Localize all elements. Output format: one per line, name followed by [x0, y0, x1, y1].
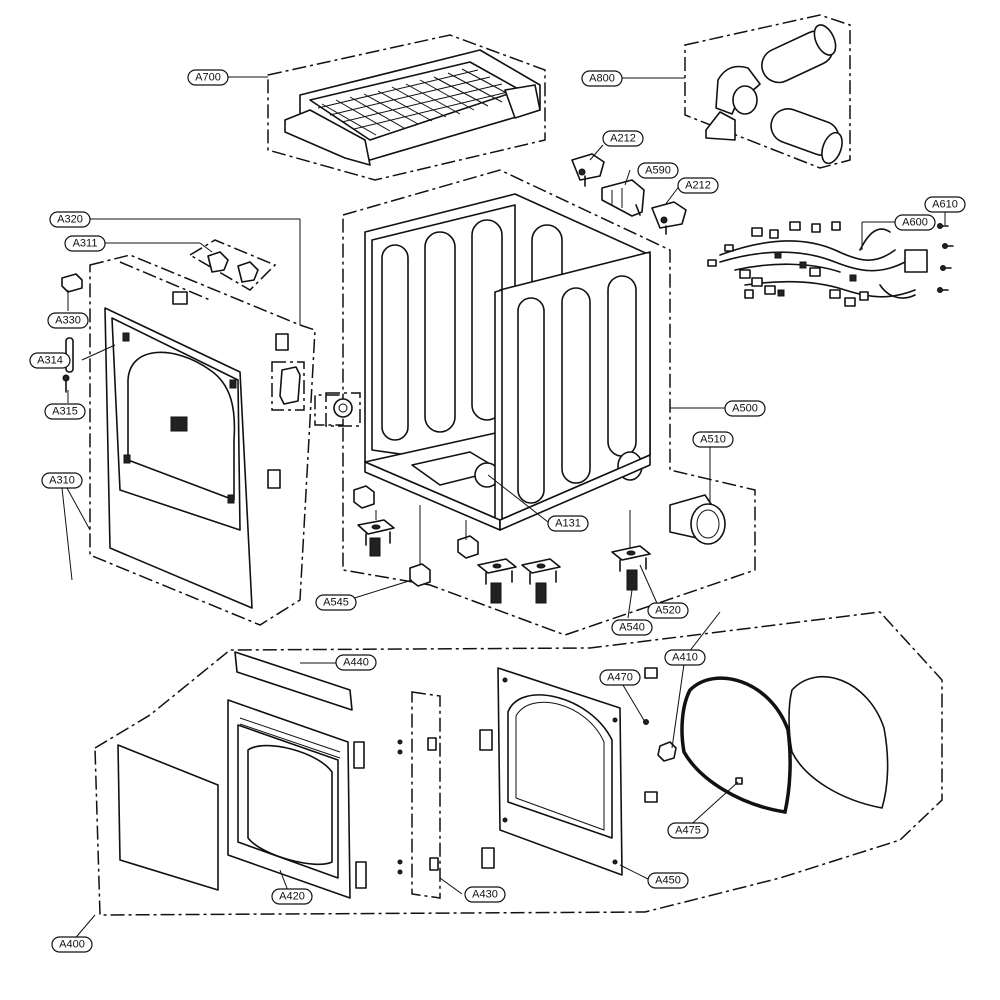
- svg-text:A131: A131: [555, 518, 581, 530]
- foot-clip-front-part: [409, 563, 431, 587]
- svg-text:A475: A475: [675, 825, 701, 837]
- bracket-a212-lower-part: [651, 201, 687, 235]
- svg-text:A520: A520: [655, 605, 681, 617]
- svg-text:A450: A450: [655, 875, 681, 887]
- svg-text:A314: A314: [37, 355, 63, 367]
- door-latch-a410-part: [657, 741, 677, 762]
- screw-a315-part: [62, 374, 70, 393]
- svg-text:A700: A700: [195, 72, 221, 84]
- svg-text:A330: A330: [55, 315, 81, 327]
- leveling-foot-left-part: [357, 519, 395, 557]
- svg-text:A610: A610: [932, 199, 958, 211]
- leveling-foot-right-part: [611, 545, 651, 591]
- svg-text:A800: A800: [589, 73, 615, 85]
- door-assembly-group: [94, 611, 943, 916]
- label-a475: A475: [667, 822, 709, 839]
- label-a470: A470: [599, 669, 641, 686]
- svg-text:A430: A430: [472, 889, 498, 901]
- svg-text:A400: A400: [59, 939, 85, 951]
- label-a315: A315: [44, 403, 86, 420]
- leader-lines: [61, 76, 946, 943]
- label-a610: A610: [924, 196, 966, 213]
- leveling-foot-mid-b-part: [521, 558, 561, 604]
- exhaust-duct-part: [684, 14, 851, 169]
- label-a600: A600: [894, 214, 936, 231]
- svg-text:A315: A315: [52, 406, 78, 418]
- label-a440: A440: [335, 654, 377, 671]
- cabinet-part: [314, 169, 756, 636]
- rear-clips-a311-part: [188, 239, 277, 291]
- clip-a330-part: [61, 273, 83, 293]
- label-a520: A520: [647, 602, 689, 619]
- svg-text:A311: A311: [73, 238, 98, 250]
- rear-panel-assembly: [89, 254, 316, 626]
- hinge-strip-a430-part: [397, 691, 441, 899]
- foot-clip-left-part: [353, 485, 375, 509]
- label-a212-top: A212: [602, 130, 644, 147]
- label-a311: A311: [64, 235, 106, 252]
- label-a800: A800: [581, 70, 623, 87]
- svg-text:A545: A545: [323, 597, 349, 609]
- svg-text:A320: A320: [57, 214, 83, 226]
- label-a500: A500: [724, 400, 766, 417]
- door-panel-part: [117, 744, 219, 891]
- label-a420: A420: [271, 888, 313, 905]
- duct-outlet-part: [669, 494, 726, 545]
- svg-text:A590: A590: [645, 165, 671, 177]
- svg-text:A440: A440: [343, 657, 369, 669]
- door-trim-a440-part: [234, 651, 353, 711]
- svg-text:A470: A470: [607, 672, 633, 684]
- door-frame-a420-part: [227, 699, 367, 899]
- label-a590: A590: [637, 162, 679, 179]
- bracket-a590-part: [601, 179, 645, 217]
- door-gasket-a475-part: [680, 676, 792, 814]
- svg-text:A510: A510: [700, 434, 726, 446]
- label-a700: A700: [187, 69, 229, 86]
- svg-text:A212: A212: [610, 133, 636, 145]
- label-a314: A314: [29, 352, 71, 369]
- label-a400: A400: [51, 936, 93, 953]
- label-a540: A540: [611, 619, 653, 636]
- svg-text:A600: A600: [902, 217, 928, 229]
- door-glass-part: [788, 675, 889, 809]
- wire-harness-part: [707, 221, 928, 307]
- harness-screws-a610-part: [937, 223, 954, 293]
- svg-text:A310: A310: [49, 475, 75, 487]
- label-a510: A510: [692, 431, 734, 448]
- label-a450: A450: [647, 872, 689, 889]
- label-a410: A410: [664, 649, 706, 666]
- cabinet-side-grommet-part: [325, 392, 361, 427]
- label-a310: A310: [41, 472, 83, 489]
- top-cover-part: [267, 34, 546, 181]
- svg-text:A212: A212: [685, 180, 711, 192]
- svg-text:A410: A410: [672, 652, 698, 664]
- label-a330: A330: [47, 312, 89, 329]
- label-a545: A545: [315, 594, 357, 611]
- leveling-foot-mid-a-part: [477, 558, 517, 604]
- bracket-a212-top-part: [571, 153, 605, 187]
- svg-text:A420: A420: [279, 891, 305, 903]
- catch-a470-part: [643, 667, 658, 803]
- label-a212-lower: A212: [677, 177, 719, 194]
- label-a131: A131: [547, 515, 589, 532]
- label-a430: A430: [464, 886, 506, 903]
- svg-text:A540: A540: [619, 622, 645, 634]
- foot-clip-mid-part: [457, 535, 479, 559]
- inner-door-a450-part: [479, 667, 623, 876]
- svg-text:A500: A500: [732, 403, 758, 415]
- label-a320: A320: [49, 211, 91, 228]
